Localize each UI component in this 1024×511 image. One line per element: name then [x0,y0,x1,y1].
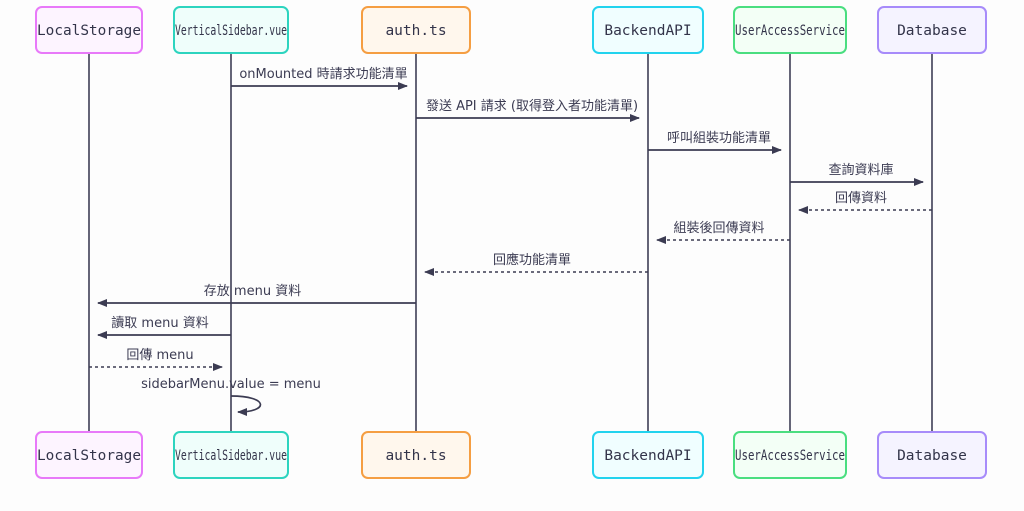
participant-label-localstorage-top: LocalStorage [37,23,141,39]
message-label-5: 組裝後回傳資料 [673,221,764,236]
participant-boxes-bottom: LocalStorage VerticalSidebar.vue auth.ts Ba… [35,431,987,479]
participant-box-backendapi-bottom[interactable] [592,431,704,479]
participant-label-useraccessservice-top: UserAccessService [735,23,845,39]
message-label-8: 讀取 menu 資料 [111,316,208,331]
message-label-3: 查詢資料庫 [828,162,893,178]
message-label-4: 回傳資料 [835,191,887,206]
participant-box-backendapi-top[interactable] [592,6,704,54]
message-label-2: 呼叫組裝功能清單 [667,131,771,146]
participant-label-localstorage-bottom: LocalStorage [37,448,141,464]
participant-boxes-top: LocalStorage VerticalSidebar.vue auth.ts Ba… [35,6,987,54]
participant-label-database-top: Database [897,23,967,39]
self-message-label-0: sidebarMenu.value = menu [141,377,321,392]
participant-box-authts-bottom[interactable] [361,431,471,479]
message-label-7: 存放 menu 資料 [204,284,301,299]
participant-box-localstorage-bottom[interactable] [35,431,143,479]
message-label-9: 回傳 menu [126,348,193,363]
participant-box-verticalsidebar-top[interactable] [173,6,289,54]
participant-box-useraccessservice-bottom[interactable] [733,431,847,479]
participant-label-authts-bottom: auth.ts [385,448,446,464]
participant-label-verticalsidebar-bottom: VerticalSidebar.vue [175,448,287,464]
participant-box-useraccessservice-top[interactable] [733,6,847,54]
participant-label-verticalsidebar-top: VerticalSidebar.vue [175,23,287,39]
participant-label-backendapi-bottom: BackendAPI [604,448,691,464]
participant-box-database-bottom[interactable] [877,431,987,479]
message-label-1: 發送 API 請求 (取得登入者功能清單) [426,98,638,114]
participant-label-backendapi-top: BackendAPI [604,23,691,39]
participant-box-localstorage-top[interactable] [35,6,143,54]
participant-label-authts-top: auth.ts [385,23,446,39]
participant-box-authts-top[interactable] [361,6,471,54]
self-messages-group: sidebarMenu.value = menu [141,377,321,416]
participant-label-useraccessservice-bottom: UserAccessService [735,448,845,464]
lifelines-group [88,53,933,432]
participant-label-database-bottom: Database [897,448,967,464]
participant-box-verticalsidebar-bottom[interactable] [173,431,289,479]
message-label-6: 回應功能清單 [493,252,571,268]
self-message-loop-0 [230,395,262,416]
participant-box-database-top[interactable] [877,6,987,54]
message-label-0: onMounted 時請求功能清單 [239,67,407,82]
